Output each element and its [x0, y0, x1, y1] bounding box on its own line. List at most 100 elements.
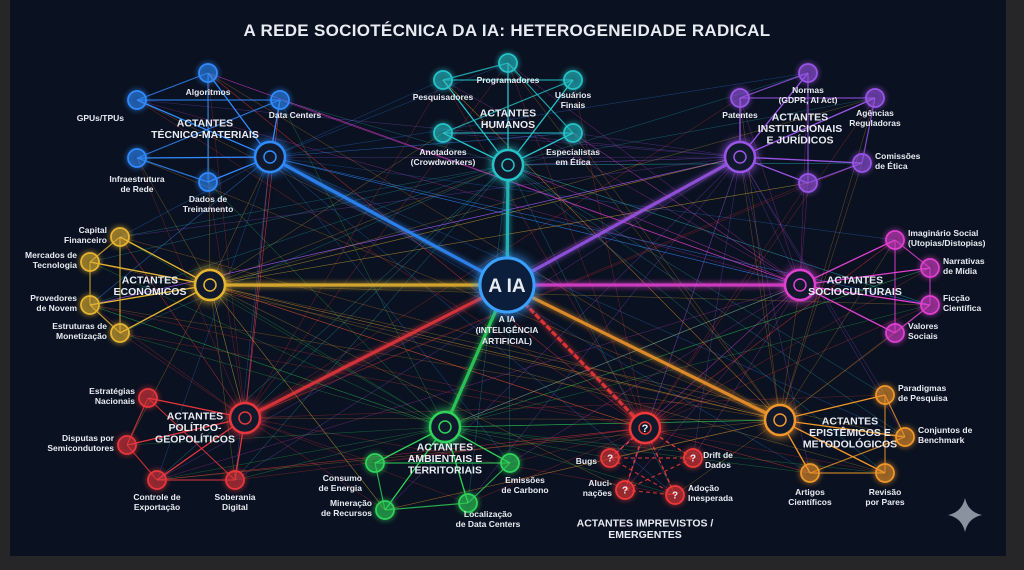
- cluster-title: ACTANTES: [827, 274, 883, 286]
- cluster-link: [442, 62, 509, 81]
- cluster-link: [609, 457, 676, 496]
- actant-node-icon[interactable]: [798, 173, 818, 193]
- actant-label: Dados: [705, 460, 731, 470]
- actant-node-icon[interactable]: [110, 323, 130, 343]
- actant-label: Anotadores: [419, 147, 467, 157]
- hub-link-tecnico: [269, 155, 508, 287]
- hub-ambientais-icon[interactable]: [428, 410, 462, 444]
- actant-node-icon[interactable]: [433, 123, 453, 143]
- actant-node-icon[interactable]: [198, 172, 218, 192]
- actant-node-icon[interactable]: [225, 470, 245, 490]
- connection-line: [269, 156, 801, 286]
- connection-line: [269, 156, 931, 306]
- hub-tecnico-icon[interactable]: [253, 140, 287, 174]
- actant-node-icon[interactable]: [498, 53, 518, 73]
- hub-institucionais-icon[interactable]: [723, 140, 757, 174]
- actant-node-icon[interactable]: [458, 493, 478, 513]
- actant-label: Bugs: [576, 456, 598, 466]
- cluster-link: [799, 284, 896, 334]
- connection-line: [279, 99, 446, 428]
- actant-node-icon[interactable]: [127, 148, 147, 168]
- actant-label: Artigos: [795, 487, 825, 497]
- actant-label: Financeiro: [64, 235, 107, 245]
- actant-node-icon[interactable]: [665, 485, 685, 505]
- hub-economicos-icon[interactable]: [193, 268, 227, 302]
- actant-node-icon[interactable]: [920, 258, 940, 278]
- actant-node-icon[interactable]: [127, 90, 147, 110]
- center-node[interactable]: A IA A IA (INTELIGÊNCIA ARTIFICIAL): [476, 256, 539, 346]
- actant-node-icon[interactable]: [80, 295, 100, 315]
- connection-line: [444, 426, 886, 474]
- connection-line: [207, 72, 646, 429]
- cluster-title: ACTANTES: [177, 117, 233, 129]
- actant-label: Localização: [464, 509, 512, 519]
- actant-node-icon[interactable]: [270, 90, 290, 110]
- actant-node-icon[interactable]: [885, 230, 905, 250]
- connection-line: [244, 417, 781, 421]
- connection-line: [119, 236, 781, 421]
- connection-line: [572, 132, 801, 286]
- connection-line: [207, 181, 446, 428]
- actant-node-icon[interactable]: [110, 227, 130, 247]
- connection-line: [89, 164, 509, 263]
- actant-node-icon[interactable]: [885, 323, 905, 343]
- actant-node-icon[interactable]: [375, 500, 395, 520]
- actant-node-icon[interactable]: [798, 63, 818, 83]
- actant-node-icon[interactable]: [730, 88, 750, 108]
- question-icon: ?: [642, 423, 649, 435]
- actant-node-icon[interactable]: [920, 295, 940, 315]
- actant-label: Estruturas de: [52, 321, 107, 331]
- actant-node-icon[interactable]: [563, 123, 583, 143]
- cluster-link: [126, 444, 158, 481]
- actant-node-icon[interactable]: [875, 463, 895, 483]
- actant-label: Consumo: [323, 473, 362, 483]
- hub-socioculturais-icon[interactable]: [783, 268, 817, 302]
- actant-node-icon[interactable]: [800, 463, 820, 483]
- actant-node-icon[interactable]: [865, 88, 885, 108]
- actant-node-icon[interactable]: [117, 435, 137, 455]
- actant-label: Reguladoras: [849, 118, 901, 128]
- actant-label: Revisão: [869, 487, 902, 497]
- actant-node-icon[interactable]: [615, 480, 635, 500]
- actant-node-icon[interactable]: [80, 252, 100, 272]
- actant-node-icon[interactable]: [895, 427, 915, 447]
- actant-label: de Data Centers: [456, 519, 521, 529]
- hub-imprevistos-icon[interactable]: [628, 411, 662, 445]
- connection-line: [136, 157, 211, 286]
- actant-node-icon[interactable]: [683, 448, 703, 468]
- actant-node-icon[interactable]: [147, 470, 167, 490]
- actant-node-icon[interactable]: [563, 70, 583, 90]
- actant-node-icon[interactable]: [433, 70, 453, 90]
- actant-label: de Pesquisa: [898, 393, 948, 403]
- actant-node-icon[interactable]: [600, 448, 620, 468]
- actant-node-icon[interactable]: [138, 388, 158, 408]
- actant-label: (Utopias/Distopias): [908, 238, 986, 248]
- hub-epistemicos-icon[interactable]: [763, 403, 797, 437]
- actant-node-icon[interactable]: [365, 453, 385, 473]
- connection-line: [269, 132, 574, 158]
- actant-node-icon[interactable]: [500, 453, 520, 473]
- hub-politicos-icon[interactable]: [228, 401, 262, 435]
- connection-line: [507, 62, 801, 286]
- connection-line: [209, 284, 646, 429]
- hub-humanos-icon[interactable]: [491, 148, 525, 182]
- connection-line: [119, 332, 646, 429]
- connection-line: [244, 62, 509, 419]
- connection-line: [779, 284, 801, 421]
- actant-label: de Carbono: [501, 485, 548, 495]
- actant-node-icon[interactable]: [852, 153, 872, 173]
- cluster-link: [136, 72, 209, 101]
- connection-line: [507, 164, 801, 286]
- actant-label: Infraestrutura: [109, 174, 165, 184]
- connection-line: [609, 419, 781, 459]
- connection-line: [444, 304, 931, 428]
- connection-line: [244, 156, 271, 419]
- network-diagram: ACTANTESTÉCNICO-MATERIAISAlgoritmosGPUs/…: [25, 21, 986, 541]
- actant-label: por Pares: [865, 497, 904, 507]
- actant-node-icon[interactable]: [875, 385, 895, 405]
- connection-line: [269, 132, 574, 158]
- connection-line: [234, 426, 446, 481]
- actant-node-icon[interactable]: [198, 63, 218, 83]
- connection-line: [244, 156, 271, 419]
